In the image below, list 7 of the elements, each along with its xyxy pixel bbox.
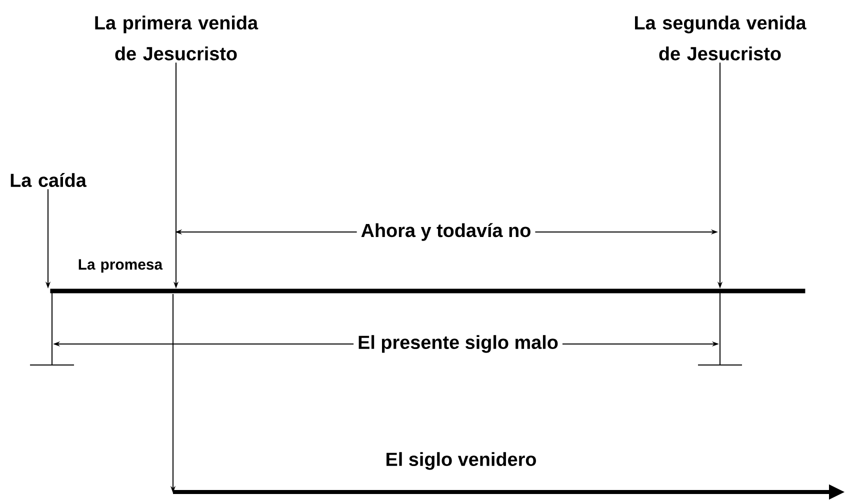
span-label: El presente siglo malo (354, 331, 562, 357)
event-label: La segunda venida de Jesucristo (635, 16, 806, 60)
event-label: La caída (10, 172, 87, 188)
span-label: Ahora y todavía no (356, 219, 536, 245)
span-label: El siglo venidero (386, 452, 536, 470)
event-label: La promesa (78, 259, 163, 273)
event-label: La primera venida de Jesucristo (95, 16, 258, 60)
